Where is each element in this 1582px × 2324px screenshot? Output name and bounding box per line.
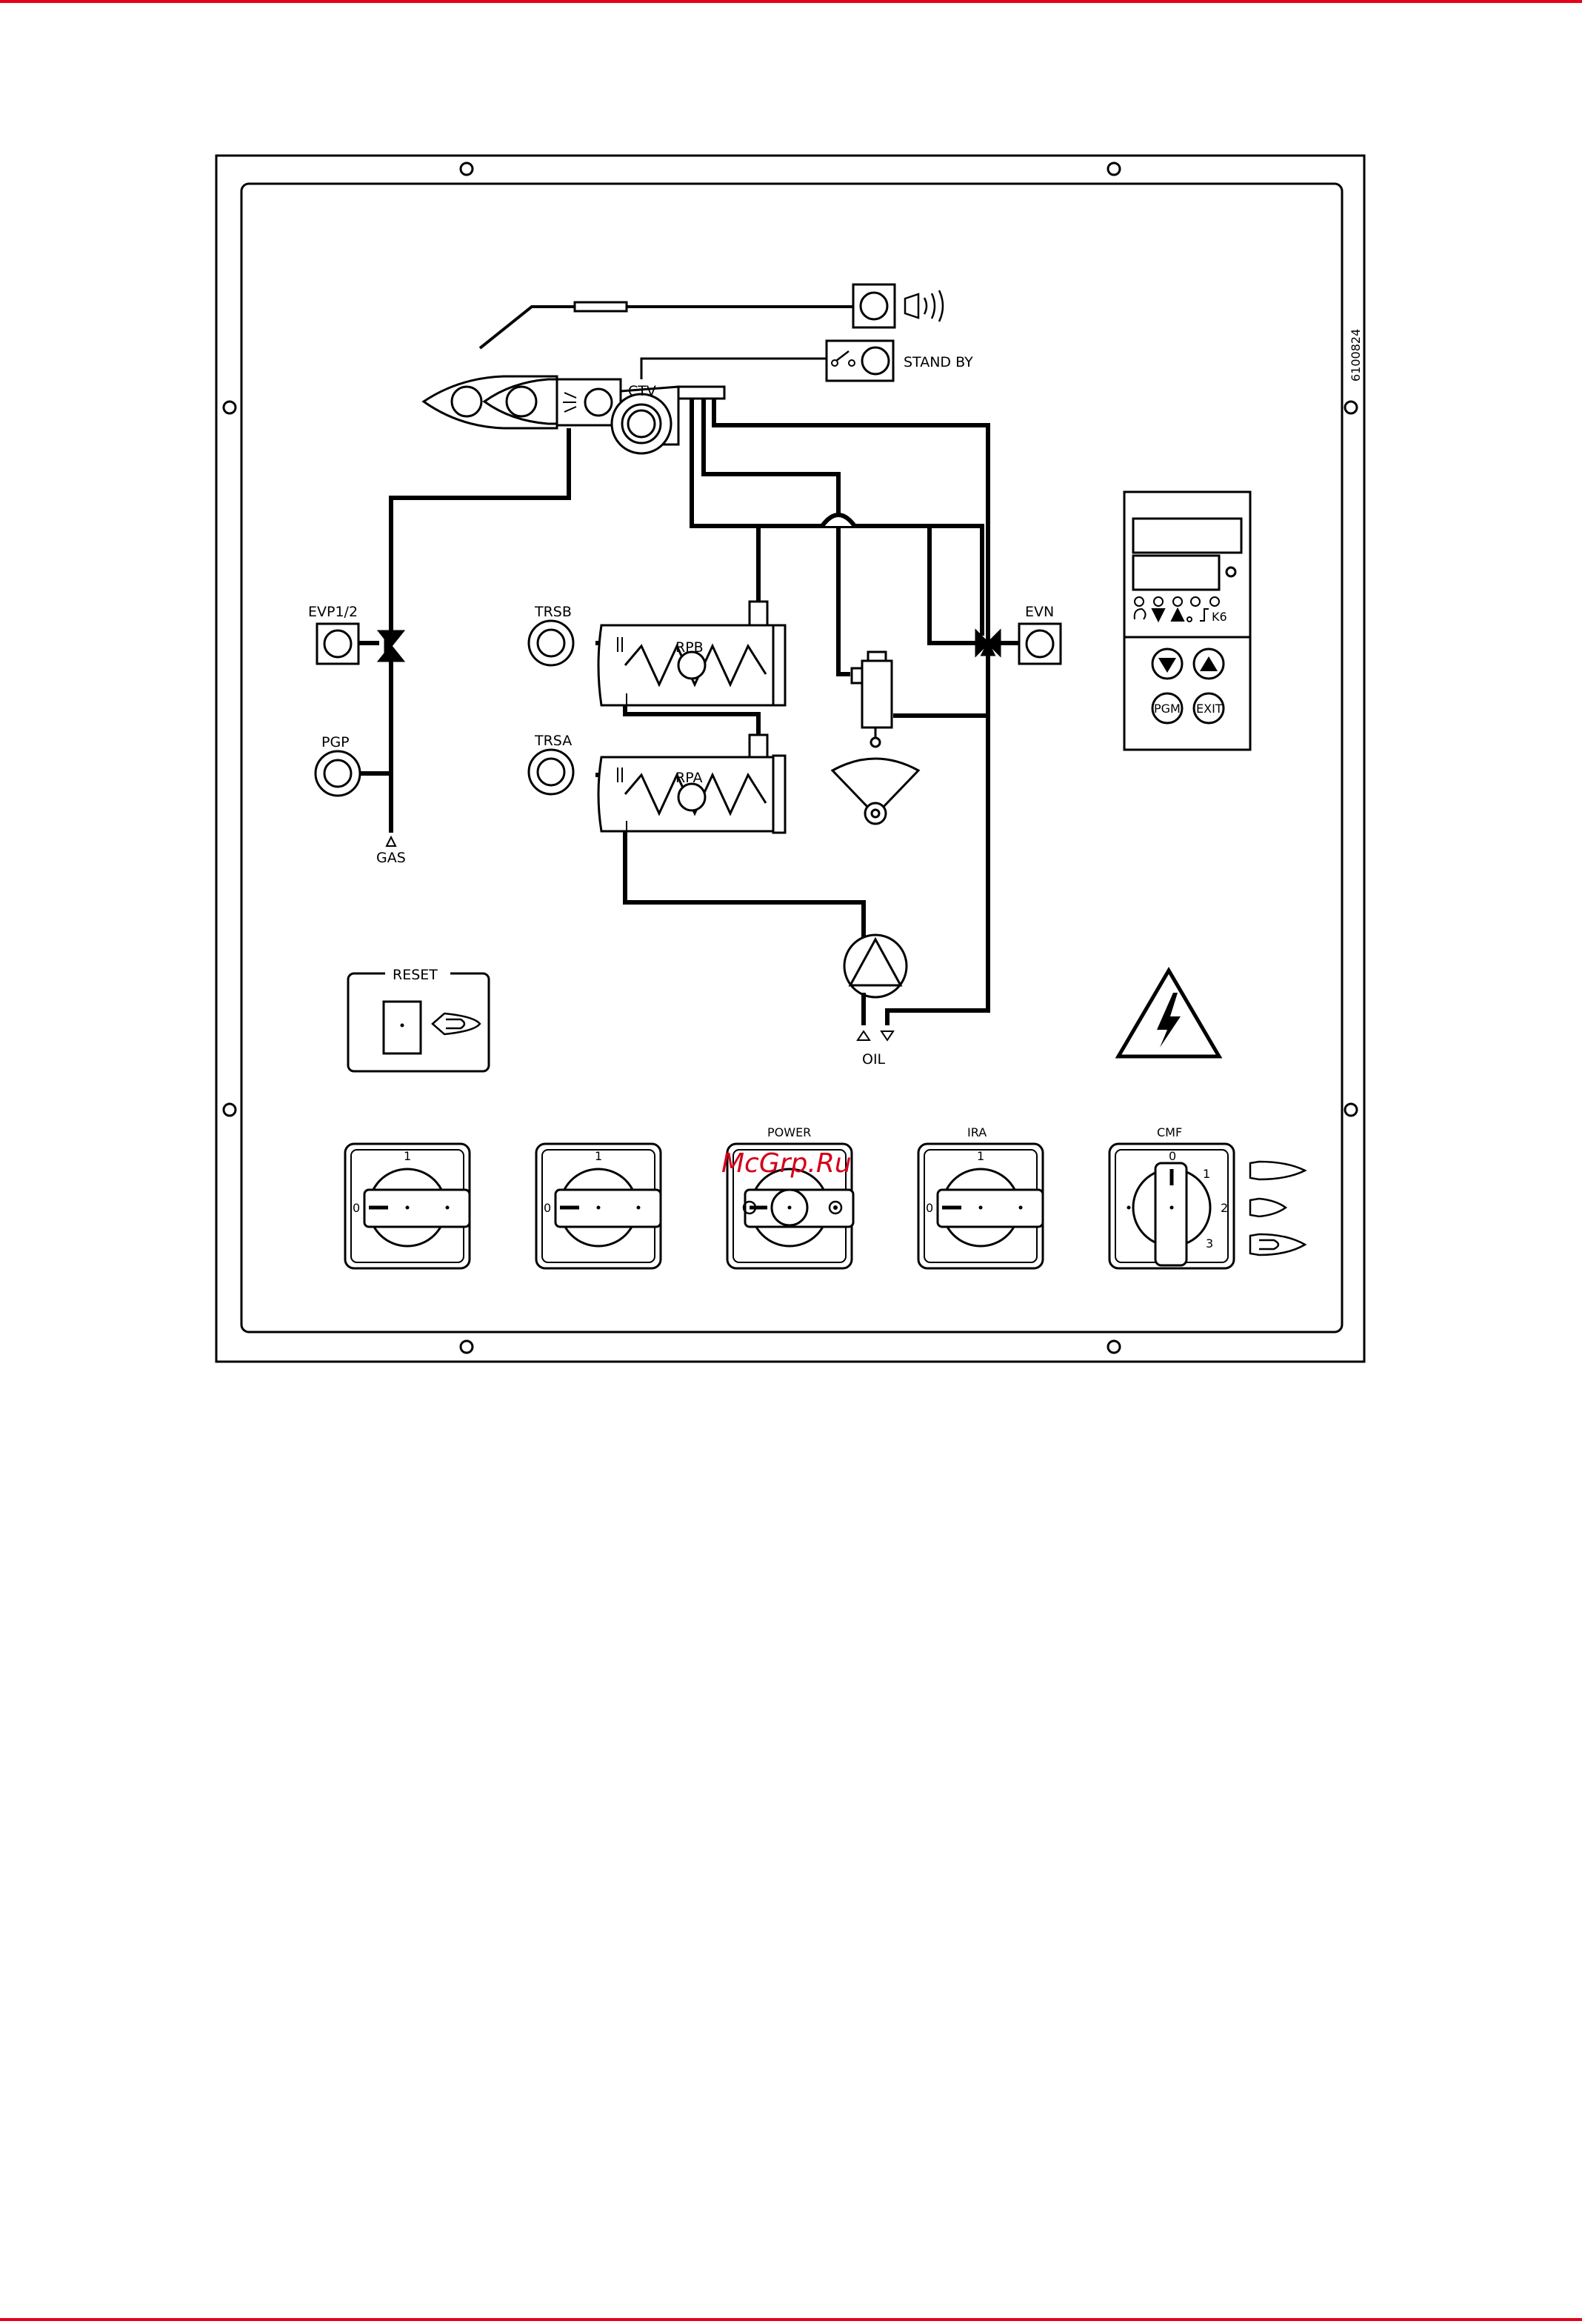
arrow-up-icon[interactable] bbox=[1194, 649, 1224, 679]
pgm-button-label: PGM bbox=[1154, 702, 1181, 716]
switch-2-top: 1 bbox=[595, 1149, 602, 1163]
switch-ira-title: IRA bbox=[967, 1125, 987, 1139]
switch-cmf-title: CMF bbox=[1157, 1125, 1182, 1139]
pgp-indicator bbox=[316, 751, 360, 796]
k6-label: K6 bbox=[1212, 610, 1227, 624]
gas-inlet-arrow bbox=[387, 837, 396, 846]
rpa-label: RPA bbox=[675, 770, 702, 786]
switch-cmf-pos-3: 3 bbox=[1206, 1236, 1213, 1251]
burner-flame-icon bbox=[424, 376, 557, 428]
stand-by-indicator bbox=[827, 341, 893, 381]
warning-high-voltage-icon bbox=[1118, 970, 1219, 1056]
evp-label: EVP1/2 bbox=[308, 604, 358, 620]
gas-label: GAS bbox=[376, 850, 406, 866]
exit-button-label: EXIT bbox=[1196, 702, 1223, 716]
switch-cmf-pos-1: 1 bbox=[1203, 1167, 1210, 1181]
pump-icon bbox=[844, 935, 907, 997]
trsb-label: TRSB bbox=[534, 604, 572, 620]
stand-by-label: STAND BY bbox=[904, 354, 973, 370]
horn-indicator bbox=[853, 284, 895, 327]
arrow-down-icon[interactable] bbox=[1152, 649, 1182, 679]
pgp-label: PGP bbox=[321, 734, 350, 750]
flame-small-cmf-icon bbox=[1250, 1234, 1305, 1255]
fuse-element bbox=[575, 302, 627, 311]
evn-indicator bbox=[1019, 624, 1061, 664]
evn-label: EVN bbox=[1025, 604, 1054, 620]
flame-medium-icon bbox=[1250, 1199, 1286, 1216]
flame-detector-wire bbox=[480, 307, 575, 348]
reset-label: RESET bbox=[393, 967, 438, 983]
pipe-crossover bbox=[822, 515, 855, 526]
ignition-sensor-box bbox=[557, 379, 621, 425]
pipework bbox=[358, 399, 1022, 1025]
pgm-button[interactable]: PGM bbox=[1152, 693, 1182, 723]
reset-button[interactable] bbox=[384, 1002, 421, 1053]
switch-ira-left: 0 bbox=[926, 1201, 933, 1215]
switch-power-title: POWER bbox=[767, 1125, 811, 1139]
switch-1-top: 1 bbox=[404, 1149, 411, 1163]
exit-button[interactable]: EXIT bbox=[1194, 693, 1224, 723]
document-code: 6100824 bbox=[1349, 329, 1363, 382]
ctv-label: CTV bbox=[628, 383, 656, 399]
switch-2-left: 0 bbox=[544, 1201, 551, 1215]
switch-ira-top: 1 bbox=[977, 1149, 984, 1163]
evp-indicator bbox=[317, 624, 358, 664]
oil-inlet-arrow bbox=[858, 1031, 870, 1040]
trsb-indicator bbox=[529, 621, 573, 665]
oil-return-arrow bbox=[881, 1031, 893, 1040]
switch-cmf-pos-2: 2 bbox=[1221, 1201, 1228, 1215]
trsa-indicator bbox=[529, 750, 573, 794]
oil-label: OIL bbox=[862, 1051, 886, 1068]
switch-cmf-top: 0 bbox=[1169, 1149, 1176, 1163]
horn-icon bbox=[905, 290, 943, 322]
gas-valve-evp bbox=[379, 631, 403, 661]
watermark: McGrp.Ru bbox=[721, 1148, 852, 1179]
flame-large-icon bbox=[1250, 1162, 1305, 1179]
trsa-label: TRSA bbox=[534, 733, 572, 749]
stand-by-wire bbox=[641, 359, 827, 379]
switch-1-left: 0 bbox=[353, 1201, 360, 1215]
oil-regulator bbox=[832, 652, 918, 824]
rpb-label: RPB bbox=[675, 639, 704, 656]
damper-actuator bbox=[678, 387, 724, 399]
